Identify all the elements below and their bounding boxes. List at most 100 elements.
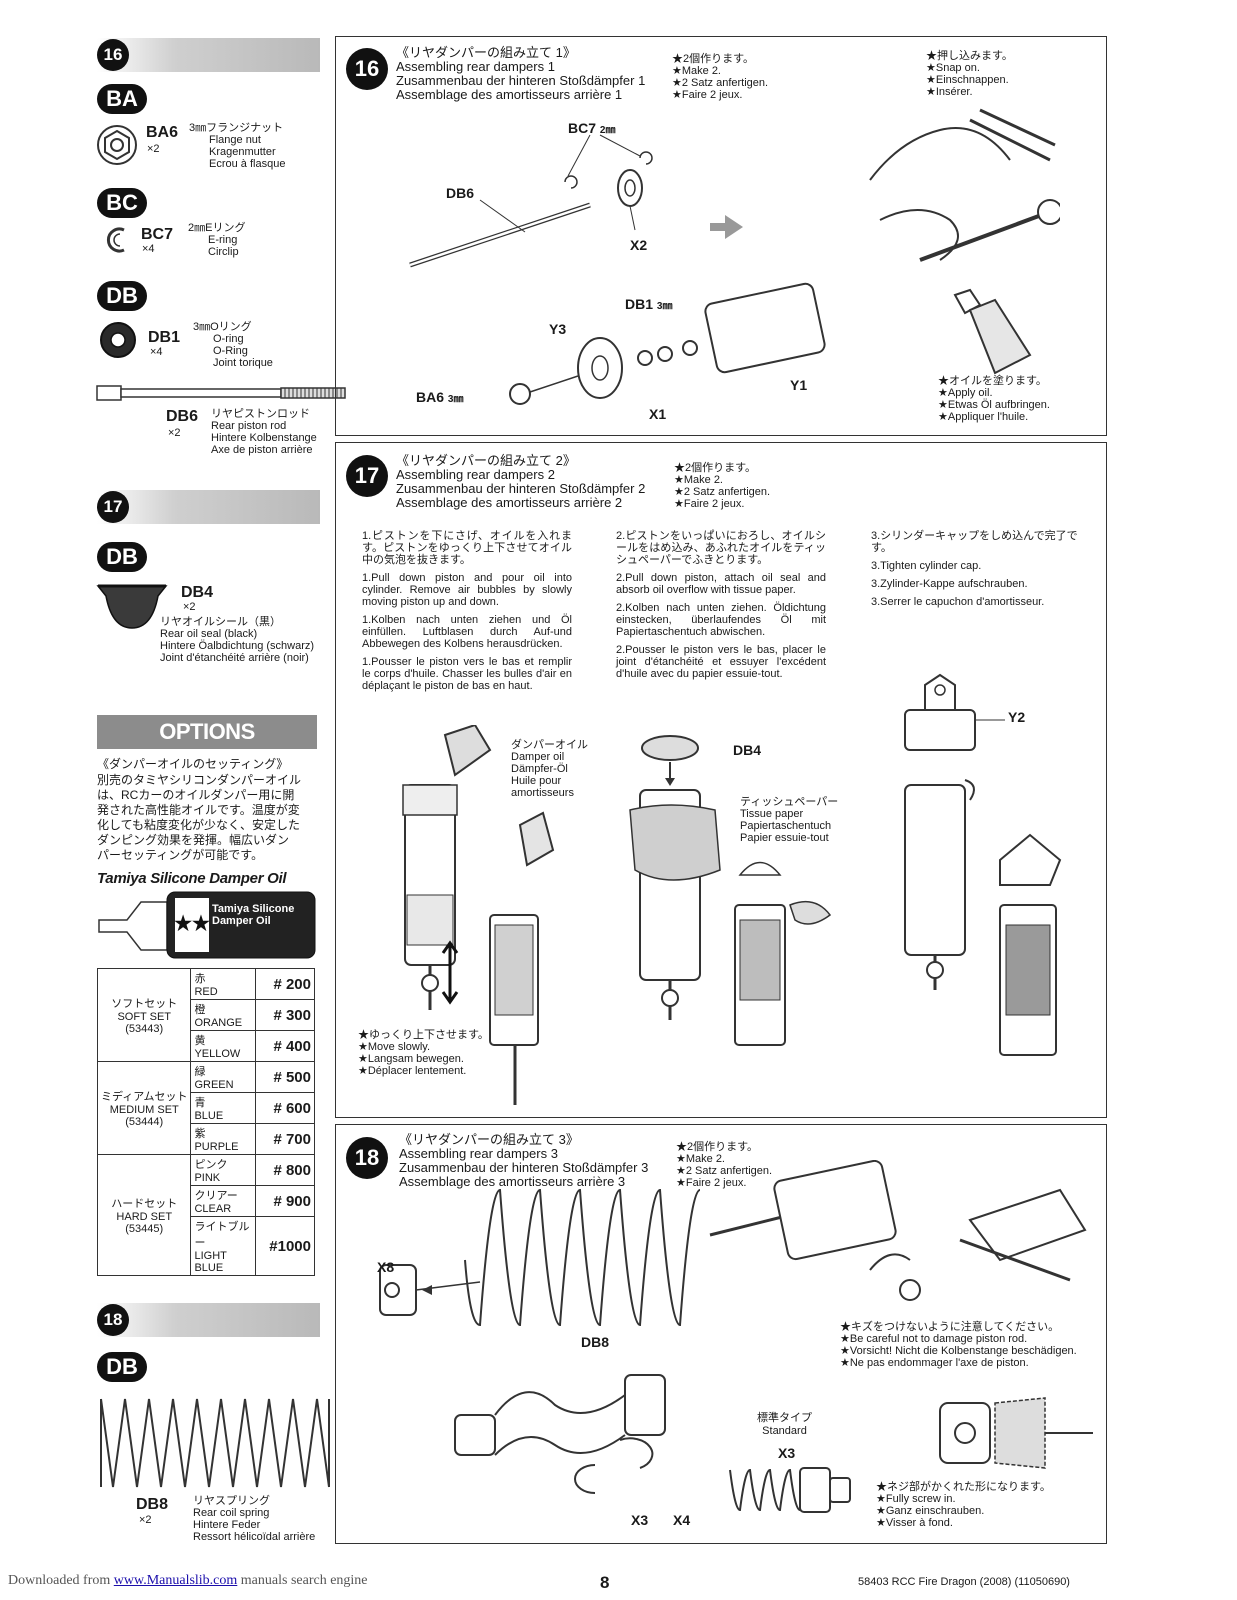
set-no: (53444) [125,1116,164,1128]
oil-number: # 900 [255,1185,315,1217]
step18-spring-assembly-illustration [379,1160,1087,1327]
ba6-code: BA6 [146,124,179,141]
db4-fr: Joint d'étanchéité arrière (noir) [160,652,309,664]
db6-jp: リヤピストンロッド [211,408,310,420]
bc7-size: 2㎜ [599,125,616,136]
db1-fr: Joint torique [213,357,273,369]
note-line: ★Faire 2 jeux. [676,1177,747,1189]
callout-line: Damper oil [511,751,565,763]
footer-tail: manuals search engine [240,1573,368,1588]
set-en: HARD SET [116,1211,173,1223]
note-line: ★オイルを塗ります。 [938,375,1047,387]
col3-jp: 3.シリンダーキャップをしめ込んで完了です。 [871,530,1078,554]
oil-jp: ピンク [194,1159,228,1171]
options-header: OPTIONS [97,715,317,749]
oil-jp: 青 [194,1097,206,1109]
oil-jp: 黄 [194,1035,206,1047]
step18-title-fr: Assemblage des amortisseurs arrière 3 [399,1174,626,1189]
step18-title-jp: 《リヤダンパーの組み立て 3》 [399,1132,579,1147]
damper-oil-callout: ダンパーオイル Damper oil Dämpfer-Öl Huile pour… [511,739,588,799]
set-jp: ソフトセット [111,998,178,1010]
col3-de: 3.Zylinder-Kappe aufschrauben. [871,578,1028,590]
step17-oil-fill-illustration [402,725,555,1105]
bc7-code: BC7 [141,226,174,243]
db8-en: Rear coil spring [193,1507,270,1519]
col1-jp: 1.ピストンを下にさげ、オイルを入れます。ピストンをゆっくり上下させてオイル中の… [362,530,572,566]
step18-parts-number: 18 [97,1304,129,1336]
oil-number: # 600 [255,1092,315,1124]
db6-code: DB6 [166,408,199,425]
x3-label-top: X3 [778,1445,796,1461]
oil-jp: 橙 [194,1004,206,1016]
step16-title-jp: 《リヤダンパーの組み立て 1》 [396,45,576,60]
bc7-label: BC7 2㎜ [568,120,615,136]
step17-title-jp: 《リヤダンパーの組み立て 2》 [396,453,576,468]
step16-snap-note: ★押し込みます。 ★Snap on. ★Einschnappen. ★Insér… [926,50,1013,98]
oil-jp: ライトブルー [194,1221,250,1249]
db8-qty: ×2 [139,1514,152,1526]
oil-en: BLUE [194,1110,224,1122]
set-jp: ミディアムセット [101,1091,188,1103]
ba6-text: BA6 [416,389,445,405]
note-line: ★Fully screw in. [876,1493,956,1505]
col1-de: 1.Kolben nach unten ziehen und Öl einfül… [362,614,572,650]
step18-collar-illustration [454,1374,666,1494]
oil-number: # 500 [255,1061,315,1093]
step16-title-de: Zusammenbau der hinteren Stoßdämpfer 1 [396,73,646,88]
db8-code: DB8 [136,1496,169,1513]
note-line: ★キズをつけないように注意してください。 [840,1321,1060,1333]
col1-fr: 1.Pousser le piston vers le bas et rempl… [362,656,572,692]
step17-title: 《リヤダンパーの組み立て 2》 Assembling rear dampers … [396,454,645,510]
oil-en: PURPLE [194,1141,239,1153]
set-en: MEDIUM SET [109,1104,179,1116]
step18-make-note: ★2個作ります。 ★Make 2. ★2 Satz anfertigen. ★F… [676,1141,772,1189]
move-slowly-note: ★ゆっくり上下させます。 ★Move slowly. ★Langsam bewe… [358,1029,489,1077]
callout-line: ダンパーオイル [511,739,588,751]
note-line: ★Ne pas endommager l'axe de piston. [840,1357,1029,1369]
ba6-size: 3㎜ [447,394,464,405]
oil-en: PINK [194,1172,221,1184]
note-line: ★Ganz einschrauben. [876,1505,985,1517]
bottle-label: Tamiya Silicone Damper Oil [212,903,295,927]
manualslib-link[interactable]: www.Manualslib.com [113,1573,238,1588]
options-jp-body: 別売のタミヤシリコンダンパーオイル は、RCカーのオイルダンパー用に開 発された… [97,773,301,863]
step16-title: 《リヤダンパーの組み立て 1》 Assembling rear dampers … [396,46,645,102]
product-name: Tamiya Silicone Damper Oil [97,870,287,887]
options-jp-line: 発された高性能オイルです。温度が変 [97,803,300,817]
note-line: ★2 Satz anfertigen. [674,486,771,498]
ba6-qty: ×2 [147,143,160,155]
step18-rod-end-illustration [939,1397,1093,1469]
note-line: ★Etwas Öl aufbringen. [938,399,1050,411]
product-code: 58403 RCC Fire Dragon (2008) (11050690) [858,1576,1070,1588]
set-en: SOFT SET [117,1011,172,1023]
step17-title-en: Assembling rear dampers 2 [396,467,555,482]
bag-bc-badge: BC [97,188,147,218]
coil-spring-icon [100,1398,330,1488]
note-line: ★ゆっくり上下させます。 [358,1029,489,1041]
callout-line: ティッシュペーパー [740,796,839,808]
db1-code: DB1 [148,329,181,346]
step16-oil-note: ★オイルを塗ります。 ★Apply oil. ★Etwas Öl aufbrin… [938,375,1050,423]
note-line: ★Appliquer l'huile. [938,411,1029,423]
screw-in-note: ★ネジ部がかくれた形になります。 ★Fully screw in. ★Ganz … [876,1481,1051,1529]
bc7-de: Circlip [208,246,239,258]
step17-panel [335,442,1107,1118]
oil-number: # 800 [255,1154,315,1186]
x1-label: X1 [649,406,667,422]
oil-en: YELLOW [194,1048,241,1060]
note-line: ★Snap on. [926,62,980,74]
footer-download-line: Downloaded from www.Manualslib.com manua… [8,1573,368,1589]
bc7-jp: 2㎜Eリング [188,222,246,234]
step16-parts-number: 16 [97,39,129,71]
x8-label: X8 [377,1259,395,1275]
note-line: ★2個作ります。 [676,1141,759,1153]
col3-en: 3.Tighten cylinder cap. [871,560,982,572]
db4-qty: ×2 [183,601,196,613]
callout-line: Huile pour [511,775,562,787]
ba6-label: BA6 3㎜ [416,389,463,405]
